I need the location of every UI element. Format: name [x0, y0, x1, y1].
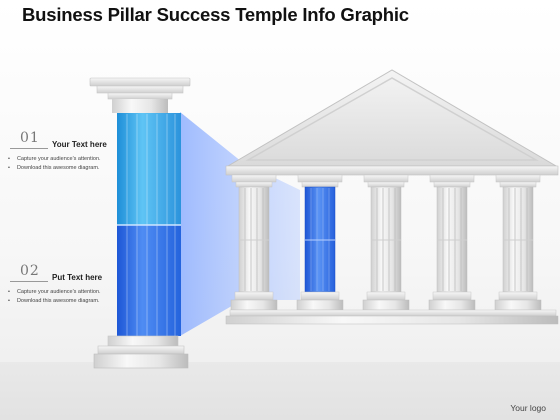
pillar-segment-01 — [117, 113, 181, 225]
bullet: Capture your audience's attention. — [8, 155, 101, 164]
temple-roof — [226, 69, 558, 167]
bullet: Download this awesome diagram. — [8, 164, 101, 173]
item-divider — [10, 148, 48, 149]
temple-base-step-2 — [225, 315, 559, 325]
item-divider — [10, 281, 48, 282]
page-title: Business Pillar Success Temple Info Grap… — [22, 4, 409, 25]
bullet: Download this awesome diagram. — [8, 297, 101, 306]
bullet: Capture your audience's attention. — [8, 288, 101, 297]
item-bullets: Capture your audience's attention. Downl… — [8, 288, 101, 306]
temple-column-5 — [494, 174, 542, 311]
item-bullets: Capture your audience's attention. Downl… — [8, 155, 101, 173]
item-number: 01 — [20, 130, 40, 146]
item-number: 02 — [20, 263, 40, 279]
temple-column-4 — [428, 174, 476, 311]
pillar-segment-02 — [117, 225, 181, 336]
floor-shadow — [0, 362, 560, 420]
big-pillar — [89, 77, 191, 369]
temple-column-2-highlighted — [296, 174, 344, 311]
item-heading: Put Text here — [52, 273, 103, 282]
logo-text: Your logo — [510, 403, 546, 413]
temple-entablature — [225, 165, 559, 176]
temple-base-step-1 — [229, 309, 557, 317]
item-heading: Your Text here — [52, 140, 107, 149]
temple — [225, 69, 559, 325]
temple-column-3 — [362, 174, 410, 311]
